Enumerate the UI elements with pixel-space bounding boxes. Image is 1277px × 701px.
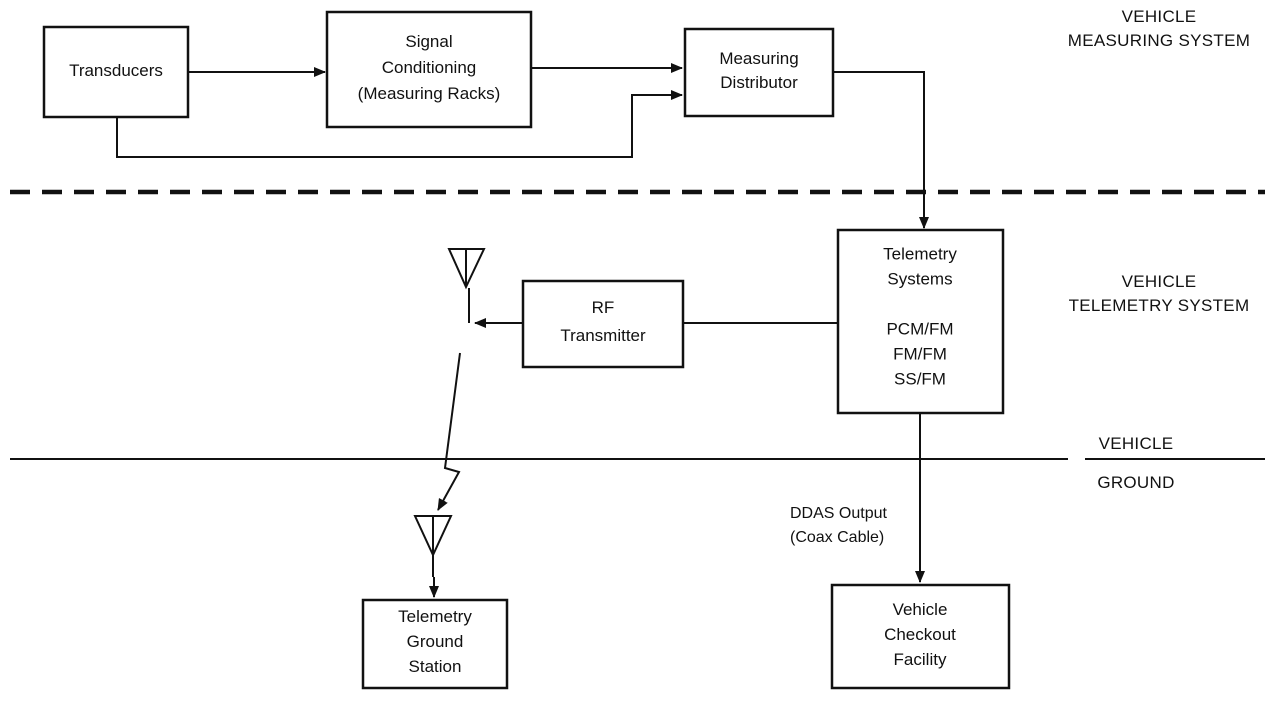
label-line: MEASURING SYSTEM (1068, 31, 1250, 50)
label-line: Ground (407, 632, 464, 651)
label-line: Transducers (69, 61, 163, 80)
vehicle-measuring-system-label: VEHICLE MEASURING SYSTEM (1068, 7, 1250, 50)
label-line: Systems (887, 270, 952, 289)
label-line: RF (592, 298, 615, 317)
rf-transmitter-block: RF Transmitter (521, 279, 685, 369)
label-line: VEHICLE (1122, 7, 1197, 26)
ground-antenna-icon (413, 515, 453, 577)
label-line: Distributor (720, 73, 798, 92)
ground-section-label: GROUND (1097, 473, 1174, 492)
label-line: Conditioning (382, 58, 477, 77)
transducers-bypass-arrow (116, 90, 683, 158)
label-line: Signal (405, 32, 452, 51)
label-line: FM/FM (893, 345, 947, 364)
label-line: SS/FM (894, 370, 946, 389)
label-line: PCM/FM (886, 320, 953, 339)
label-line: Vehicle (893, 600, 948, 619)
label-line: Telemetry (398, 607, 472, 626)
transducers-block: Transducers (42, 25, 190, 119)
label-line: Station (409, 657, 462, 676)
label-line: GROUND (1097, 473, 1174, 492)
vehicle-section-label: VEHICLE (1099, 434, 1174, 453)
vehicle-antenna-icon (447, 248, 486, 290)
label-line: Measuring (719, 49, 798, 68)
label-line: (Measuring Racks) (358, 84, 501, 103)
label-line: DDAS Output (790, 505, 887, 522)
transducers-label: Transducers (69, 61, 163, 80)
label-line: Telemetry (883, 245, 957, 264)
vehicle-telemetry-system-label: VEHICLE TELEMETRY SYSTEM (1069, 272, 1250, 315)
label-line: VEHICLE (1122, 272, 1197, 291)
rf-transmitter-label: RF Transmitter (560, 298, 646, 345)
ddas-output-label: DDAS Output (Coax Cable) (790, 505, 887, 546)
label-line: VEHICLE (1099, 434, 1174, 453)
label-line: Transmitter (560, 326, 646, 345)
label-line: Facility (894, 650, 947, 669)
distributor-to-telemetry-arrow (833, 71, 929, 229)
rf-link-lightning (437, 352, 461, 511)
label-line: TELEMETRY SYSTEM (1069, 296, 1250, 315)
label-line: Checkout (884, 625, 956, 644)
label-line: (Coax Cable) (790, 529, 884, 546)
